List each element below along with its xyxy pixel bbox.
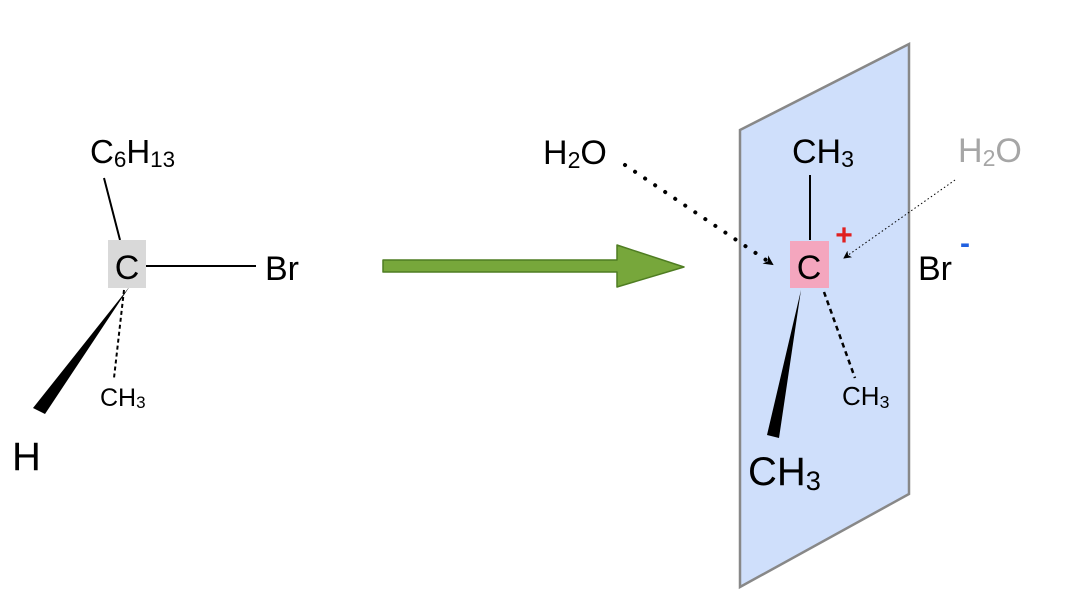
water-back: H2O bbox=[843, 132, 1022, 259]
bromide-label: Br bbox=[918, 250, 952, 288]
carbocation-plane bbox=[738, 41, 911, 590]
bond-c-c6h13 bbox=[103, 177, 121, 241]
reaction-arrow bbox=[382, 244, 685, 288]
hydrogen-label: H bbox=[12, 435, 41, 479]
methyl-dash-label: CH3 bbox=[100, 384, 146, 412]
bromide-ion: Br - bbox=[918, 227, 970, 288]
wedge-bond-c-h bbox=[33, 286, 130, 414]
reactant-carbon-highlight bbox=[108, 240, 146, 288]
methyl-dash-label-right: CH3 bbox=[842, 381, 890, 412]
methyl-top-label: CH3 bbox=[792, 133, 854, 172]
reactant-carbon-label: C bbox=[115, 249, 140, 287]
bromine-label: Br bbox=[265, 250, 299, 288]
water-back-attack-arrow bbox=[843, 179, 956, 259]
methyl-wedge-label: CH3 bbox=[748, 450, 821, 496]
carbocation-highlight bbox=[790, 241, 829, 288]
hexyl-group-label: C6H13 bbox=[90, 133, 175, 172]
dash-bond-cplus-ch3 bbox=[822, 291, 857, 379]
wedge-bond-cplus-ch3 bbox=[767, 290, 801, 438]
water-front: H2O bbox=[543, 134, 774, 266]
carbocation-molecule: C + CH3 CH3 CH3 bbox=[748, 133, 890, 496]
positive-charge-sign: + bbox=[835, 219, 853, 252]
carbocation-carbon-label: C bbox=[797, 249, 822, 287]
negative-charge-sign: - bbox=[960, 227, 970, 260]
water-back-label: H2O bbox=[958, 132, 1022, 171]
dash-bond-c-ch3 bbox=[113, 289, 125, 379]
reactant-molecule: C C6H13 Br H CH3 bbox=[12, 133, 299, 479]
water-front-label: H2O bbox=[543, 134, 607, 173]
